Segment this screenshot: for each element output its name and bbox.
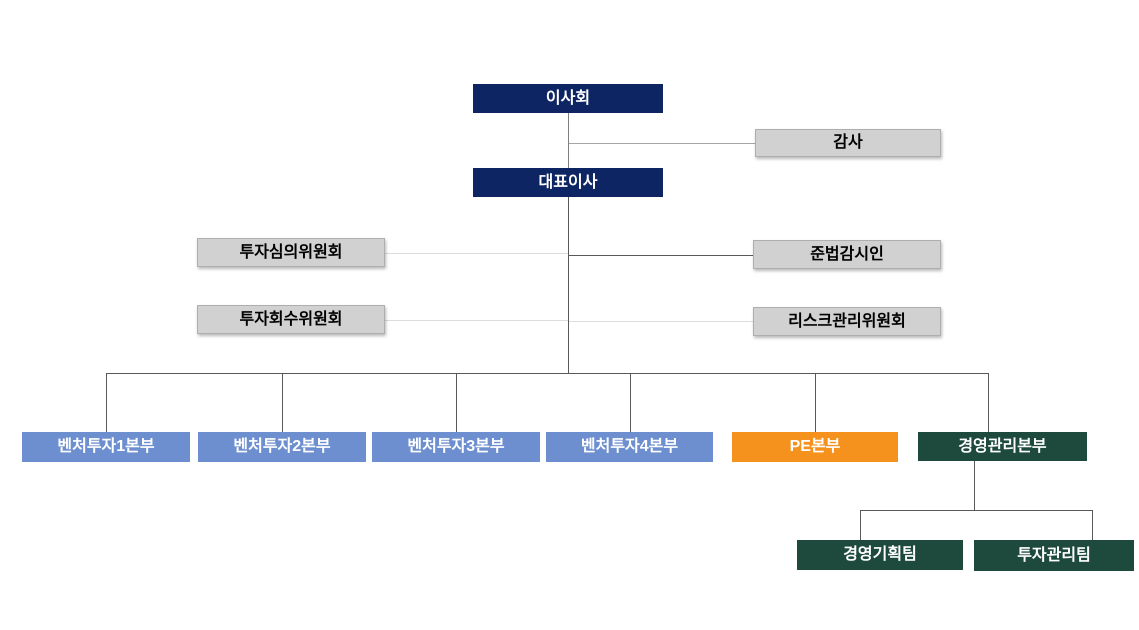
connector-teams-bus	[860, 510, 1093, 511]
connector-drop-invest-mgmt-team	[1092, 510, 1093, 540]
connector-drop-vc3	[456, 373, 457, 432]
org-node-pe-division: PE본부	[732, 432, 898, 462]
org-node-investment-exit-committee: 투자회수위원회	[197, 305, 385, 334]
org-node-risk-management-committee: 리스크관리위원회	[753, 307, 941, 336]
connector-investment-exit	[385, 320, 568, 321]
org-node-auditor: 감사	[755, 129, 941, 157]
connector-drop-vc2	[282, 373, 283, 432]
connector-board-auditor	[569, 143, 755, 144]
connector-drop-vc1	[106, 373, 107, 432]
connector-mgmt-stub	[974, 461, 975, 510]
org-node-ceo: 대표이사	[473, 168, 663, 197]
org-node-management-planning-team: 경영기획팀	[797, 540, 963, 570]
connector-investment-review	[385, 253, 568, 254]
connector-drop-vc4	[630, 373, 631, 432]
org-node-management-division: 경영관리본부	[918, 432, 1087, 461]
connector-risk-mgmt	[569, 321, 753, 322]
connector-drop-planning-team	[860, 510, 861, 540]
org-node-board: 이사회	[473, 84, 663, 113]
connector-compliance	[569, 255, 753, 256]
connector-divisions-bus	[106, 373, 989, 374]
connector-board-ceo	[568, 113, 569, 168]
org-node-venture-investment-div3: 벤처투자3본부	[372, 432, 540, 462]
org-node-investment-review-committee: 투자심의위원회	[197, 238, 385, 267]
org-node-investment-management-team: 투자관리팀	[974, 540, 1134, 571]
connector-drop-pe	[815, 373, 816, 432]
connector-ceo-trunk	[568, 197, 569, 373]
org-node-compliance-officer: 준법감시인	[753, 240, 941, 269]
org-node-venture-investment-div4: 벤처투자4본부	[546, 432, 713, 462]
connector-drop-mgmt	[988, 373, 989, 432]
org-node-venture-investment-div1: 벤처투자1본부	[22, 432, 190, 462]
org-node-venture-investment-div2: 벤처투자2본부	[198, 432, 366, 462]
